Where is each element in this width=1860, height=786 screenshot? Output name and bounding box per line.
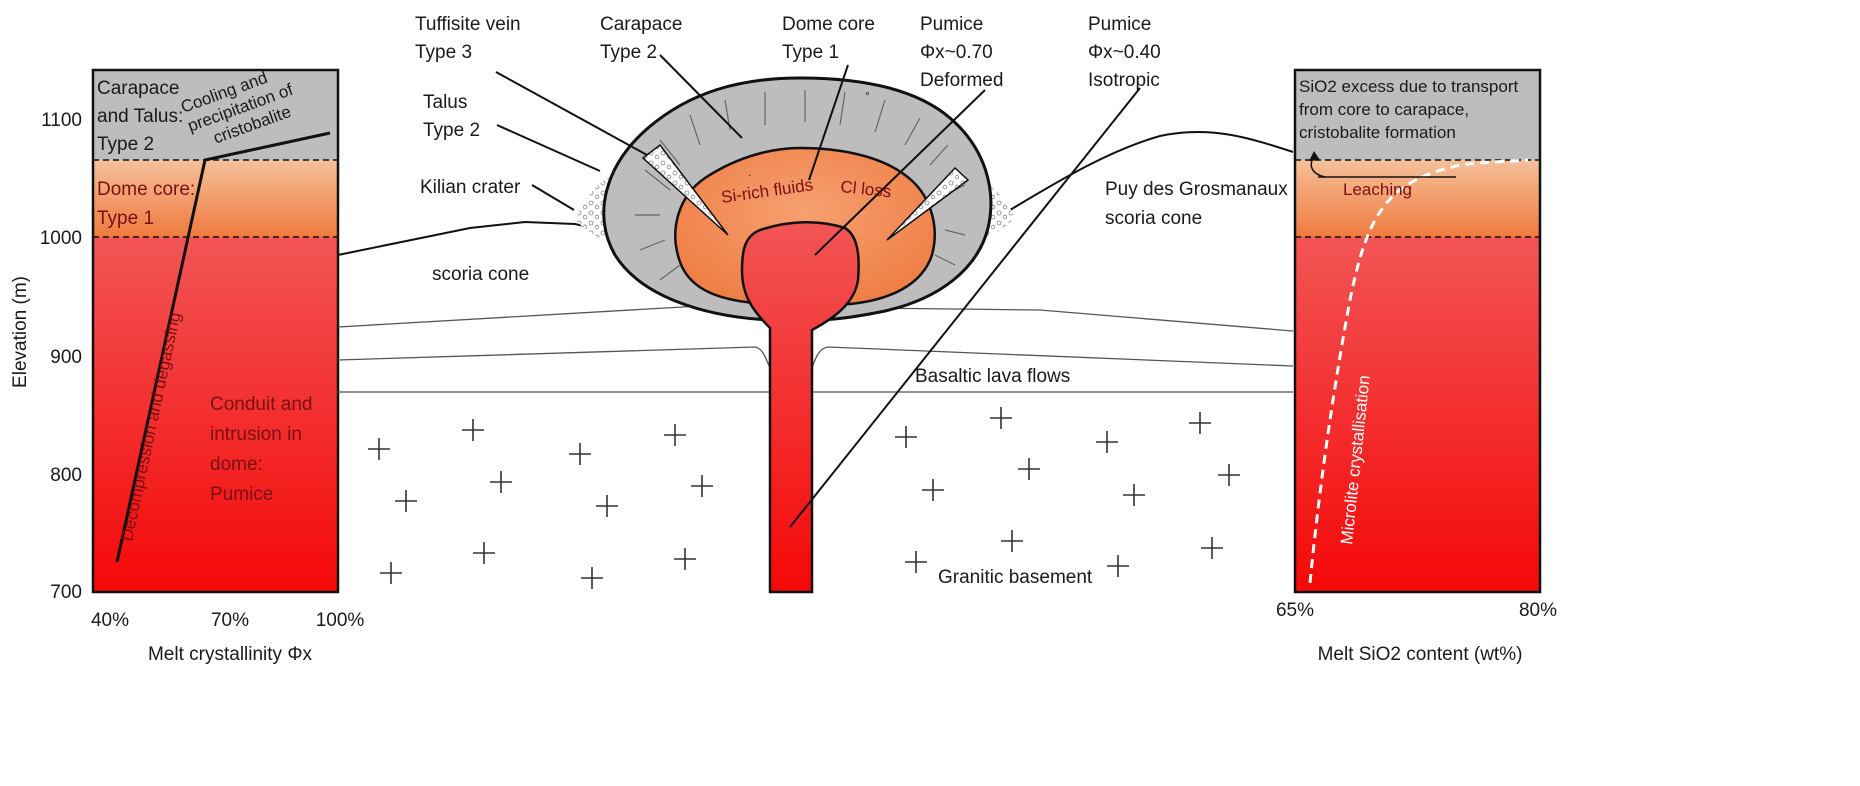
x-axis-label-right: Melt SiO2 content (wt%) <box>1318 644 1523 665</box>
label-granitic-basement: Granitic basement <box>938 567 1093 588</box>
y-tick-900: 900 <box>50 347 82 368</box>
label-pumice-isotropic-3: Isotropic <box>1088 70 1160 91</box>
label-pumice-isotropic-1: Pumice <box>1088 14 1151 35</box>
zone-conduit-line1: Conduit and <box>210 394 312 415</box>
zone-dome-core-line1: Dome core: <box>97 179 195 200</box>
annotation-leaching: Leaching <box>1343 180 1412 199</box>
y-tick-800: 800 <box>50 465 82 486</box>
label-tuffisite-2: Type 3 <box>415 42 472 63</box>
label-puy-des-1: Puy des Grosmanaux <box>1105 179 1288 200</box>
zone-carapace-line1: Carapace <box>97 78 179 99</box>
left-panel: 1100 1000 900 800 700 Elevation (m) 40% … <box>10 61 364 665</box>
zone-conduit-line4: Pumice <box>210 484 273 505</box>
layer-line-2b <box>812 347 1293 368</box>
annotation-sio2-line2: from core to carapace, <box>1299 100 1469 119</box>
right-zone-dome-core <box>1295 160 1540 237</box>
x-tick-70: 70% <box>211 610 249 631</box>
x-tick-80: 80% <box>1519 600 1557 621</box>
zone-conduit-line2: intrusion in <box>210 424 302 445</box>
zone-conduit-line3: dome: <box>210 454 263 475</box>
right-panel: SiO2 excess due to transport from core t… <box>1276 70 1557 665</box>
y-tick-1100: 1100 <box>41 110 82 131</box>
y-tick-1000: 1000 <box>40 228 82 249</box>
mark-2: · <box>748 170 751 181</box>
label-tuffisite-1: Tuffisite vein <box>415 14 521 35</box>
terrain-left <box>338 222 610 255</box>
label-kilian-crater: Kilian crater <box>420 177 521 198</box>
label-dome-core-2: Type 1 <box>782 42 839 63</box>
label-pumice-deformed-2: Φx~0.70 <box>920 42 993 63</box>
label-talus-2: Type 2 <box>423 120 480 141</box>
x-tick-100: 100% <box>316 610 365 631</box>
label-dome-core-1: Dome core <box>782 14 875 35</box>
layer-line-2 <box>338 347 770 368</box>
y-tick-700: 700 <box>50 582 82 603</box>
zone-dome-core-line2: Type 1 <box>97 208 154 229</box>
cross-section: ° · Tuffisite vein Type 3 Carapace Ty <box>338 14 1293 592</box>
label-pumice-deformed-1: Pumice <box>920 14 983 35</box>
label-pumice-deformed-3: Deformed <box>920 70 1003 91</box>
label-scoria-cone: scoria cone <box>432 264 529 285</box>
label-carapace-1: Carapace <box>600 14 682 35</box>
mark-1: ° <box>865 89 870 103</box>
label-puy-des-2: scoria cone <box>1105 208 1202 229</box>
x-tick-65: 65% <box>1276 600 1314 621</box>
conduit-intrusion <box>742 222 859 592</box>
x-axis-label-left: Melt crystallinity Φx <box>148 644 313 665</box>
x-tick-40: 40% <box>91 610 129 631</box>
label-pumice-isotropic-2: Φx~0.40 <box>1088 42 1161 63</box>
y-axis-label: Elevation (m) <box>10 276 31 388</box>
zone-carapace-line2: and Talus: <box>97 106 183 127</box>
zone-carapace-line3: Type 2 <box>97 134 154 155</box>
annotation-sio2-line3: cristobalite formation <box>1299 123 1456 142</box>
label-carapace-2: Type 2 <box>600 42 657 63</box>
annotation-sio2-line1: SiO2 excess due to transport <box>1299 77 1519 96</box>
label-talus-1: Talus <box>423 92 467 113</box>
label-basaltic-lava-flows: Basaltic lava flows <box>915 366 1070 387</box>
